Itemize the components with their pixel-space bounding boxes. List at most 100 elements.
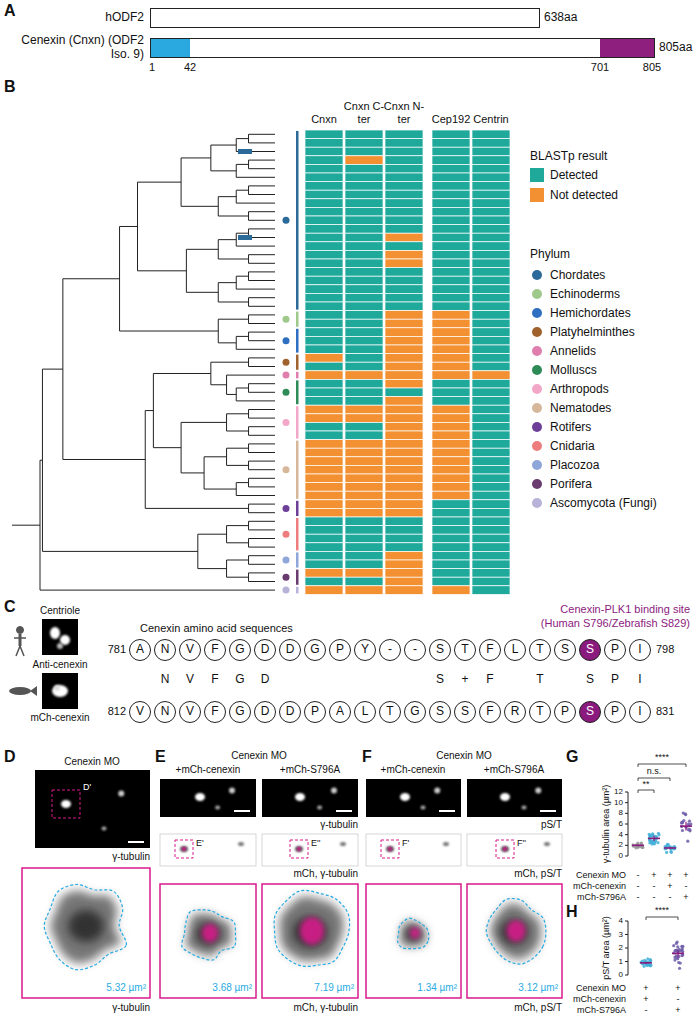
table-cell: - — [645, 1005, 648, 1015]
heatmap-cell — [305, 190, 343, 199]
heatmap-cell — [472, 250, 510, 259]
residue-circle: F — [479, 701, 501, 723]
heatmap-cell — [472, 379, 510, 388]
heatmap-cell — [385, 164, 423, 173]
heatmap-cell — [385, 577, 423, 586]
organism-icon — [283, 316, 290, 323]
heatmap-cell — [345, 388, 383, 397]
heatmap-cell — [472, 242, 510, 251]
residue-letter: S — [436, 643, 444, 657]
residue-circle: V — [179, 639, 201, 661]
residue-letter: V — [136, 705, 144, 719]
tree-branch — [236, 289, 275, 290]
condition-label: Cenexin MO — [231, 750, 287, 762]
residue-letter: S — [436, 705, 444, 719]
heatmap-cell — [385, 431, 423, 440]
heatmap-cell — [385, 397, 423, 406]
residue-letter: G — [410, 705, 419, 719]
heatmap-cell — [432, 216, 470, 225]
heatmap-cell — [472, 259, 510, 268]
tree-branch — [236, 164, 237, 177]
heatmap-cell — [472, 268, 510, 277]
tree-branch — [236, 190, 237, 203]
organism-icon — [283, 531, 290, 538]
heatmap-cell — [305, 328, 343, 337]
condition-label: +mCh-cenexin — [381, 764, 446, 776]
heatmap-cell — [305, 207, 343, 216]
heatmap-cell — [345, 173, 383, 182]
legend-text: Chordates — [550, 268, 605, 282]
heatmap-cell — [305, 465, 343, 474]
c-terminal-segment — [600, 38, 655, 58]
residue-letter: N — [161, 705, 170, 719]
heatmap-cell — [432, 431, 470, 440]
residue-letter: - — [388, 643, 392, 657]
heatmap-cell — [432, 164, 470, 173]
organism-icon — [283, 372, 290, 379]
image-label: Anti-cenexin — [32, 659, 87, 671]
tree-branch — [227, 577, 249, 578]
residue-letter: F — [486, 705, 493, 719]
heatmap-cell — [345, 431, 383, 440]
organism-icon — [283, 419, 290, 426]
heatmap-cell — [305, 362, 343, 371]
heatmap-cell — [385, 276, 423, 285]
tree-branch — [236, 139, 237, 152]
residue-letter: T — [536, 643, 543, 657]
heatmap-cell — [305, 526, 343, 535]
table-cell: + — [643, 983, 648, 993]
heatmap-cell — [385, 526, 423, 535]
heatmap-cell — [472, 465, 510, 474]
heatmap-cell — [305, 302, 343, 311]
heatmap-cell — [472, 156, 510, 165]
residue-letter: D — [286, 705, 295, 719]
tree-branch — [218, 342, 236, 343]
heatmap-cell — [385, 268, 423, 277]
heatmap-cell — [385, 173, 423, 182]
tree-branch — [236, 483, 237, 496]
tree-branch — [42, 369, 62, 370]
heatmap-cell — [432, 508, 470, 517]
heatmap-cell — [305, 319, 343, 328]
tree-branch — [227, 525, 249, 526]
significance-label: **** — [655, 905, 669, 915]
data-point — [675, 942, 678, 945]
data-point — [640, 841, 643, 844]
tree-branch — [236, 276, 248, 277]
heatmap-cell — [432, 465, 470, 474]
heatmap-cell — [305, 225, 343, 234]
heatmap-cell — [432, 517, 470, 526]
heatmap-cell — [472, 302, 510, 311]
heatmap-cell — [345, 534, 383, 543]
heatmap-cell — [305, 156, 343, 165]
legend-dot — [532, 403, 542, 413]
heatmap-cell — [305, 457, 343, 466]
tree-branch — [249, 194, 275, 195]
residue-circle: - — [379, 639, 401, 661]
highlight-bar — [238, 235, 252, 240]
legend-dot — [532, 479, 542, 489]
heatmap-cell — [472, 474, 510, 483]
heatmap-cell — [385, 586, 423, 595]
heatmap-cell — [345, 543, 383, 552]
heatmap-cell — [385, 354, 423, 363]
residue-circle: D — [254, 639, 276, 661]
heatmap-cell — [472, 577, 510, 586]
heatmap-cell — [305, 311, 343, 320]
phylum-bar — [296, 372, 299, 379]
residue-number: 831 — [656, 705, 674, 718]
heatmap-cell — [385, 345, 423, 354]
residue-circle: S — [454, 701, 476, 723]
tree-branch — [181, 158, 182, 206]
tree-branch — [249, 366, 275, 367]
heatmap-cell — [385, 328, 423, 337]
heatmap-cell — [432, 362, 470, 371]
heatmap-cell — [305, 139, 343, 148]
heatmap-cell — [472, 569, 510, 578]
heatmap-cell — [305, 199, 343, 208]
heatmap-cell — [472, 207, 510, 216]
heatmap-cell — [305, 397, 343, 406]
residue-circle: T — [454, 639, 476, 661]
residue-letter: F — [211, 705, 218, 719]
tree-branch — [248, 298, 249, 307]
